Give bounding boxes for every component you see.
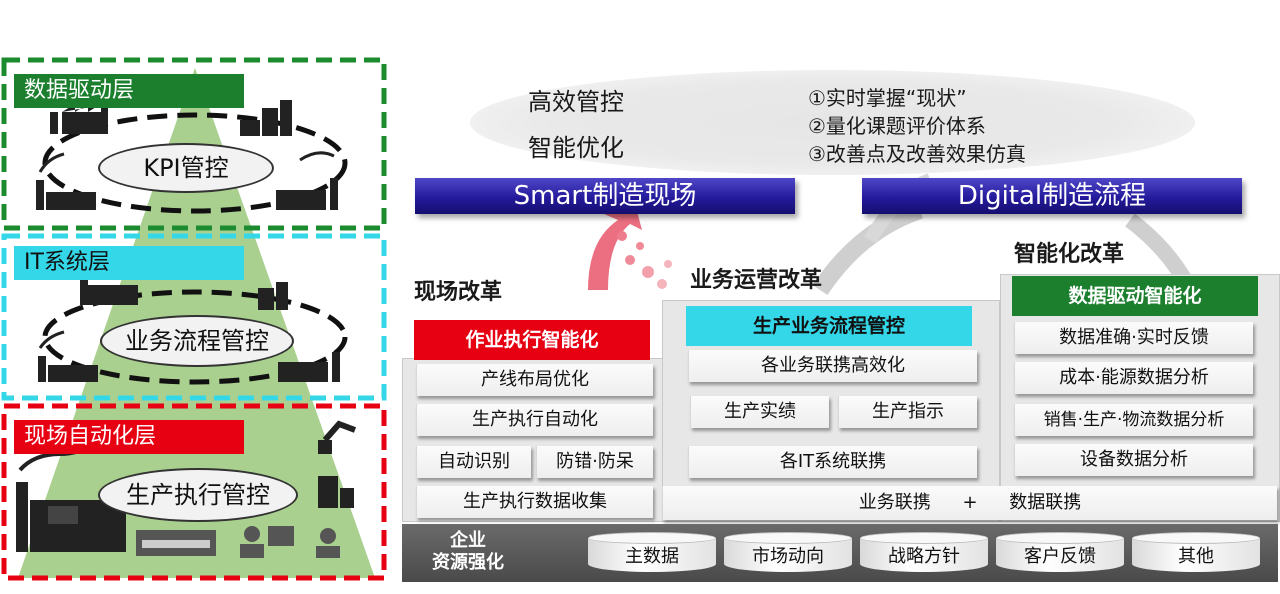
data-layer-frame <box>1 57 387 231</box>
goal-intelligent-optimize: 智能优化 <box>528 134 624 162</box>
business-link-label: 业务联携 <box>858 492 931 513</box>
intelligent-reform-header: 数据驱动智能化 <box>1012 276 1258 316</box>
robot-arm-icon <box>318 420 357 454</box>
business-item-it-link: 各IT系统联携 <box>688 446 977 478</box>
goal-item-2: ②量化课题评价体系 <box>808 114 986 138</box>
factory-smoke-icon <box>36 152 96 210</box>
intelligent-item-realtime: 数据准确·实时反馈 <box>1014 322 1253 354</box>
cylinder-label: 其他 <box>1178 546 1214 567</box>
strategy-cylinder: 战略方针 <box>860 532 988 574</box>
factory-icon-it-left <box>80 278 138 305</box>
master-data-cylinder: 主数据 <box>588 532 716 574</box>
field-reform-title: 现场改革 <box>414 280 503 305</box>
production-ellipse: 生产执行管控 <box>98 468 298 522</box>
business-flow-ellipse: 业务流程管控 <box>100 315 294 367</box>
plus-sign: + <box>962 492 978 513</box>
factory-icon-right <box>276 151 338 210</box>
red-up-arrow <box>588 200 642 290</box>
market-trend-cylinder: 市场动向 <box>724 532 852 574</box>
kpi-ellipse: KPI管控 <box>98 143 274 193</box>
cylinder-label: 战略方针 <box>888 546 960 567</box>
worker-icon <box>316 528 340 558</box>
it-layer-label: IT系统层 <box>14 246 244 280</box>
intelligent-item-sales: 销售·生产·物流数据分析 <box>1014 404 1253 436</box>
field-layer-label: 现场自动化层 <box>14 420 244 454</box>
business-item-results: 生产实绩 <box>690 396 829 428</box>
field-item-automation: 生产执行自动化 <box>416 404 653 436</box>
machine-icon <box>136 530 216 556</box>
field-item-error-proof: 防错·防呆 <box>536 446 653 478</box>
cylinder-label: 客户反馈 <box>1024 546 1096 567</box>
business-reform-header: 生产业务流程管控 <box>686 306 972 346</box>
business-orbit <box>42 289 348 385</box>
linkage-bar: 业务联携 + 数据联携 <box>662 486 1277 520</box>
worker-computer-icon <box>240 526 294 558</box>
large-factory-icon <box>16 440 126 552</box>
business-item-collab: 各业务联携高效化 <box>688 350 977 382</box>
enterprise-title: 企业 资源强化 <box>418 530 518 574</box>
other-cylinder: 其他 <box>1132 532 1260 574</box>
building-icon <box>240 100 292 136</box>
factory-icon-it-bottom-right <box>278 352 340 382</box>
goal-cloud <box>470 70 1195 175</box>
goal-item-1: ①实时掌握“现状” <box>808 86 967 110</box>
building-icon-field <box>318 476 354 508</box>
enterprise-title-line1: 企业 <box>450 530 486 551</box>
digital-flow-banner: Digital制造流程 <box>862 178 1242 214</box>
business-reform-title: 业务运营改革 <box>690 268 823 293</box>
data-link-label: 数据联携 <box>1009 492 1082 513</box>
field-reform-header: 作业执行智能化 <box>414 320 650 360</box>
intelligent-reform-title: 智能化改革 <box>1014 242 1125 267</box>
smart-field-banner: Smart制造现场 <box>415 178 795 214</box>
field-item-data-collect: 生产执行数据收集 <box>416 486 653 518</box>
goal-item-3: ③改善点及改善效果仿真 <box>808 142 1026 166</box>
building-icon-it <box>258 282 288 310</box>
intelligent-item-equipment: 设备数据分析 <box>1014 444 1253 476</box>
data-layer-label: 数据驱动层 <box>14 74 244 108</box>
business-item-instructions: 生产指示 <box>838 396 977 428</box>
field-layer-frame <box>1 403 387 581</box>
customer-feedback-cylinder: 客户反馈 <box>996 532 1124 574</box>
factory-icon-it-bottom-left <box>38 330 98 382</box>
goal-efficient-control: 高效管控 <box>528 88 624 116</box>
enterprise-title-line2: 资源强化 <box>432 552 504 573</box>
cylinder-label: 市场动向 <box>752 546 824 567</box>
cylinder-label: 主数据 <box>625 546 679 567</box>
field-item-layout: 产线布局优化 <box>416 364 653 396</box>
field-item-auto-id: 自动识别 <box>416 446 531 478</box>
it-layer-frame <box>1 233 387 401</box>
intelligent-item-cost: 成本·能源数据分析 <box>1014 362 1253 394</box>
